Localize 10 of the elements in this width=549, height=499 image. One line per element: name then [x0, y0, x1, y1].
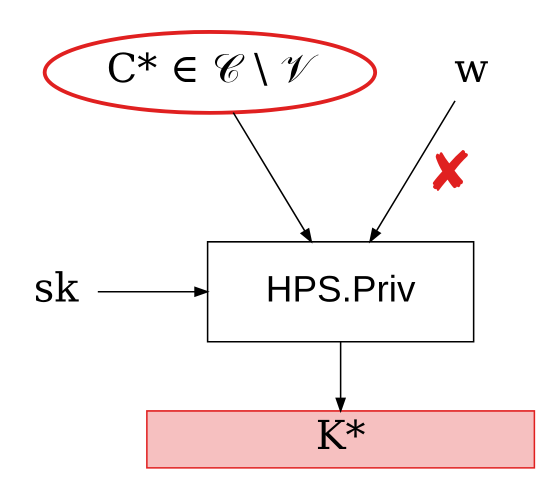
- node-box: HPS.Priv: [206, 240, 474, 342]
- arrow: [98, 286, 210, 297]
- node-box: K*: [146, 410, 536, 468]
- edge-label: ✘: [426, 140, 472, 202]
- arrow: [368, 100, 456, 243]
- node-text: w: [454, 46, 488, 92]
- arrow: [335, 341, 346, 413]
- arrow: [232, 112, 312, 244]
- node-text: sk: [34, 264, 79, 311]
- node-ellipse: C* ∈ 𝒞 \ 𝒱: [42, 29, 378, 114]
